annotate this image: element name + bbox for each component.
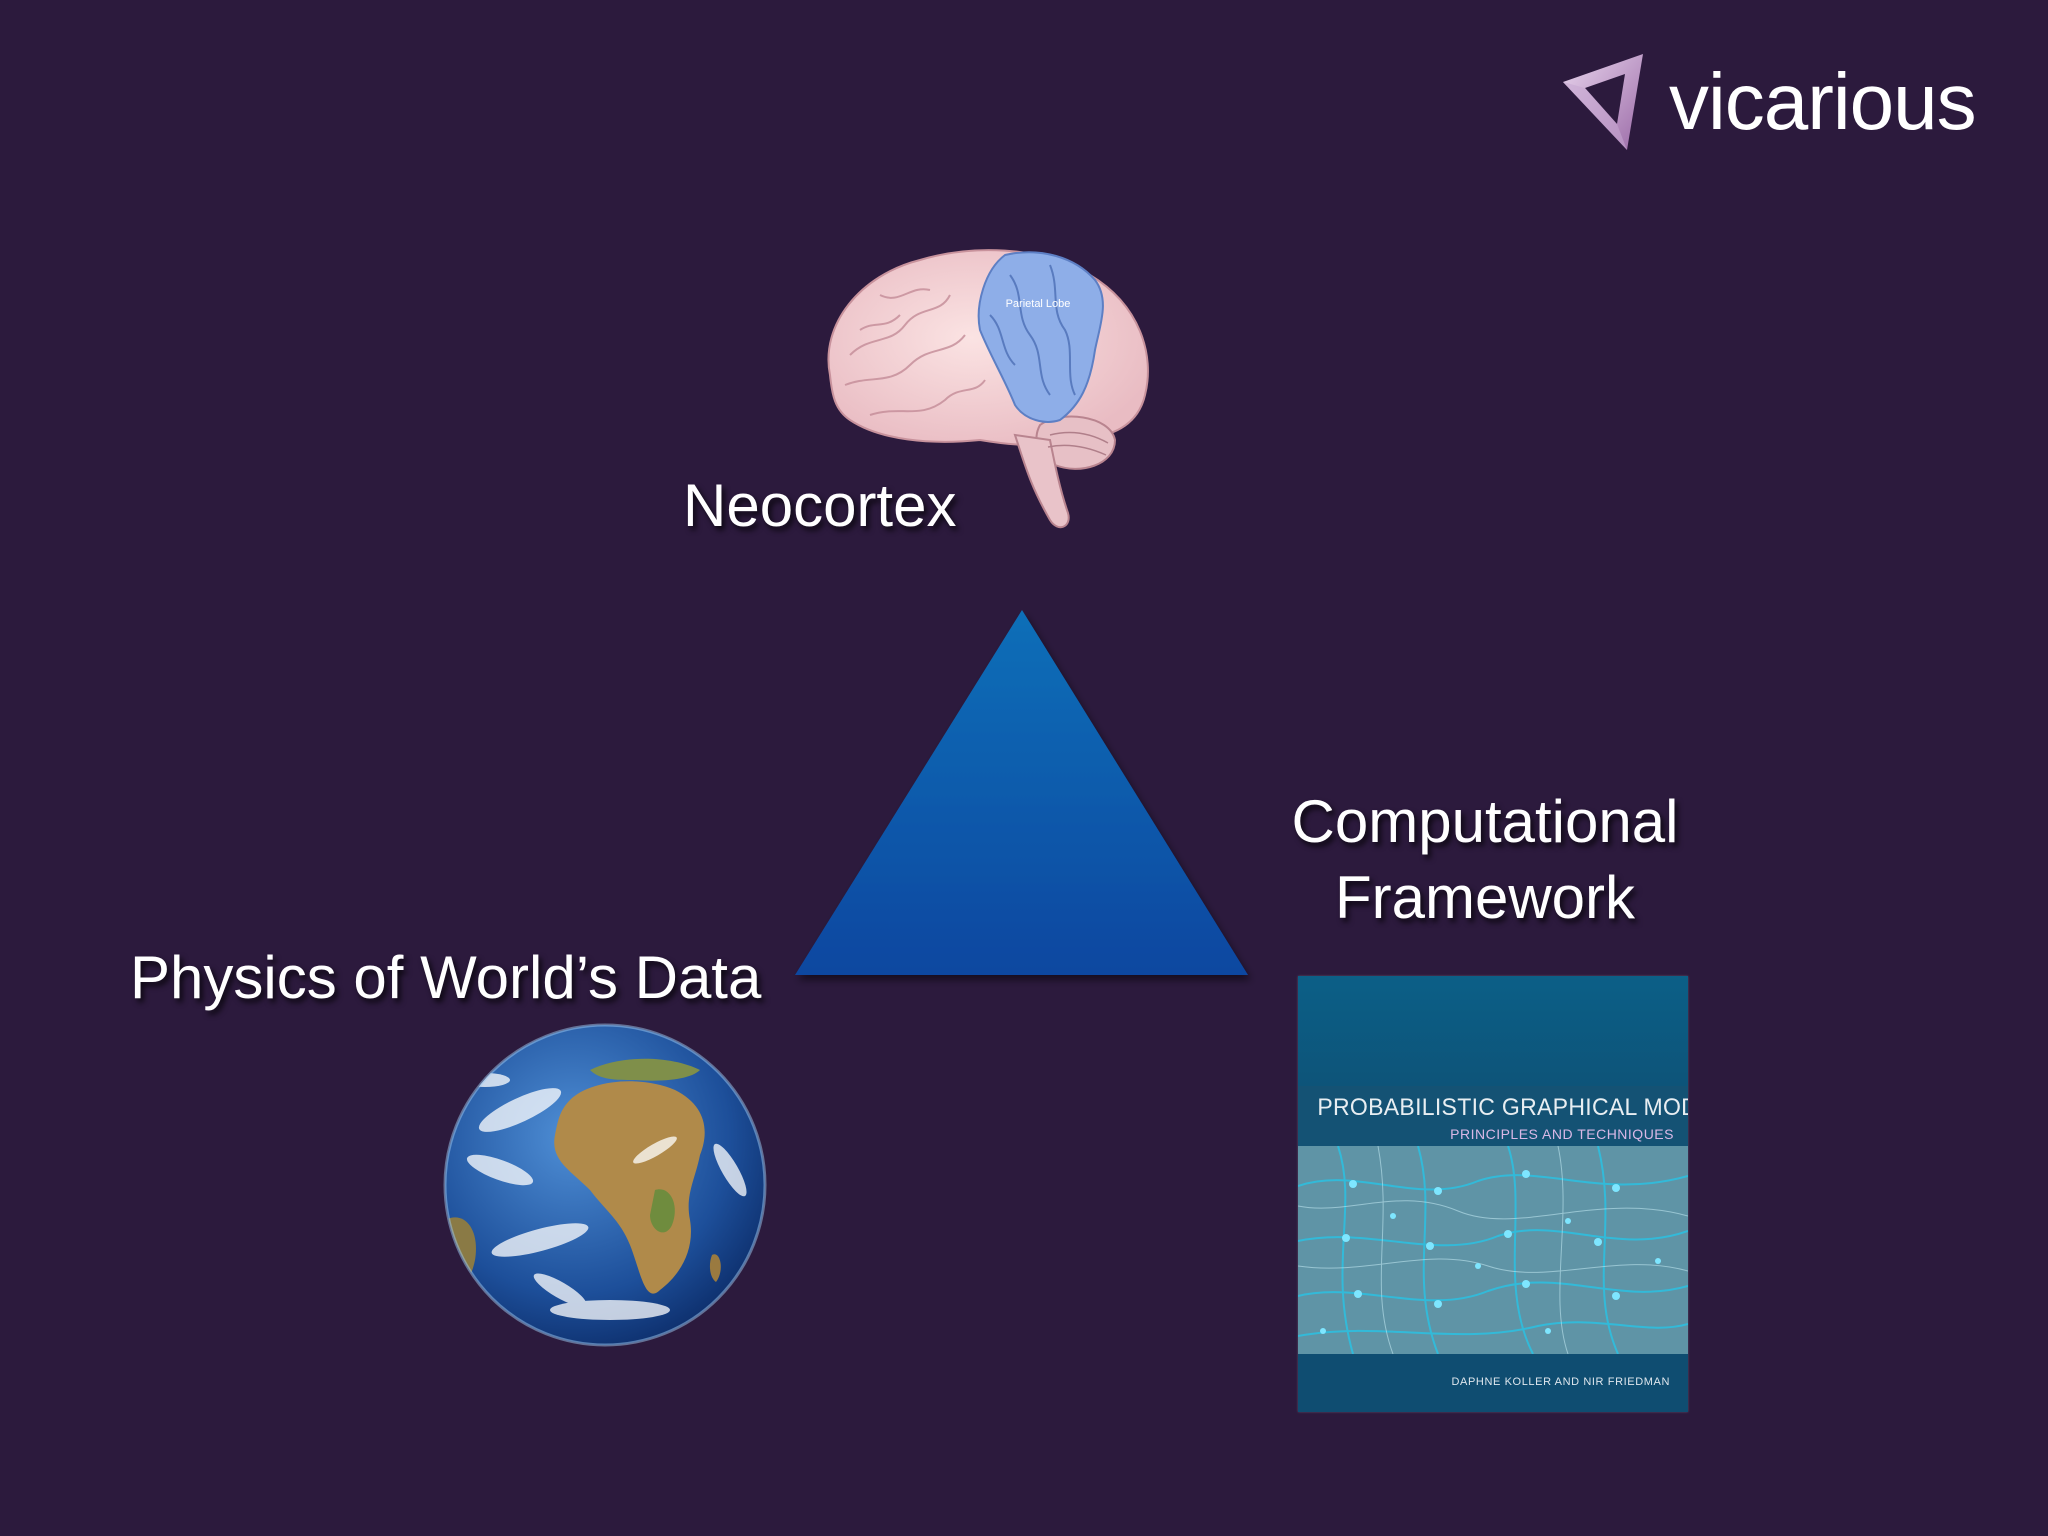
vicarious-logo: vicarious	[1555, 52, 1977, 162]
book-top-band	[1298, 976, 1688, 1086]
parietal-lobe-label: Parietal Lobe	[1006, 298, 1071, 310]
earth-image	[443, 1023, 767, 1347]
computational-framework-label: Computational Framework	[1240, 784, 1730, 936]
computational-label-line1: Computational	[1291, 788, 1679, 855]
central-triangle	[795, 610, 1248, 975]
book-title: PROBABILISTIC GRAPHICAL MODELS	[1317, 1094, 1688, 1121]
logo-wordmark: vicarious	[1669, 57, 1977, 146]
network-graphic	[1298, 1146, 1688, 1354]
book-cover-image: PROBABILISTIC GRAPHICAL MODELS PRINCIPLE…	[1298, 976, 1688, 1412]
book-bottom-band	[1298, 1354, 1688, 1412]
book-subtitle: PRINCIPLES AND TECHNIQUES	[1450, 1126, 1674, 1142]
physics-label: Physics of World’s Data	[130, 944, 762, 1011]
brain-image: Parietal Lobe	[827, 249, 1149, 529]
computational-label-line2: Framework	[1334, 864, 1636, 931]
book-authors: DAPHNE KOLLER AND NIR FRIEDMAN	[1451, 1376, 1670, 1388]
vicarious-logo-icon	[1563, 54, 1643, 150]
neocortex-label: Neocortex	[683, 472, 957, 539]
